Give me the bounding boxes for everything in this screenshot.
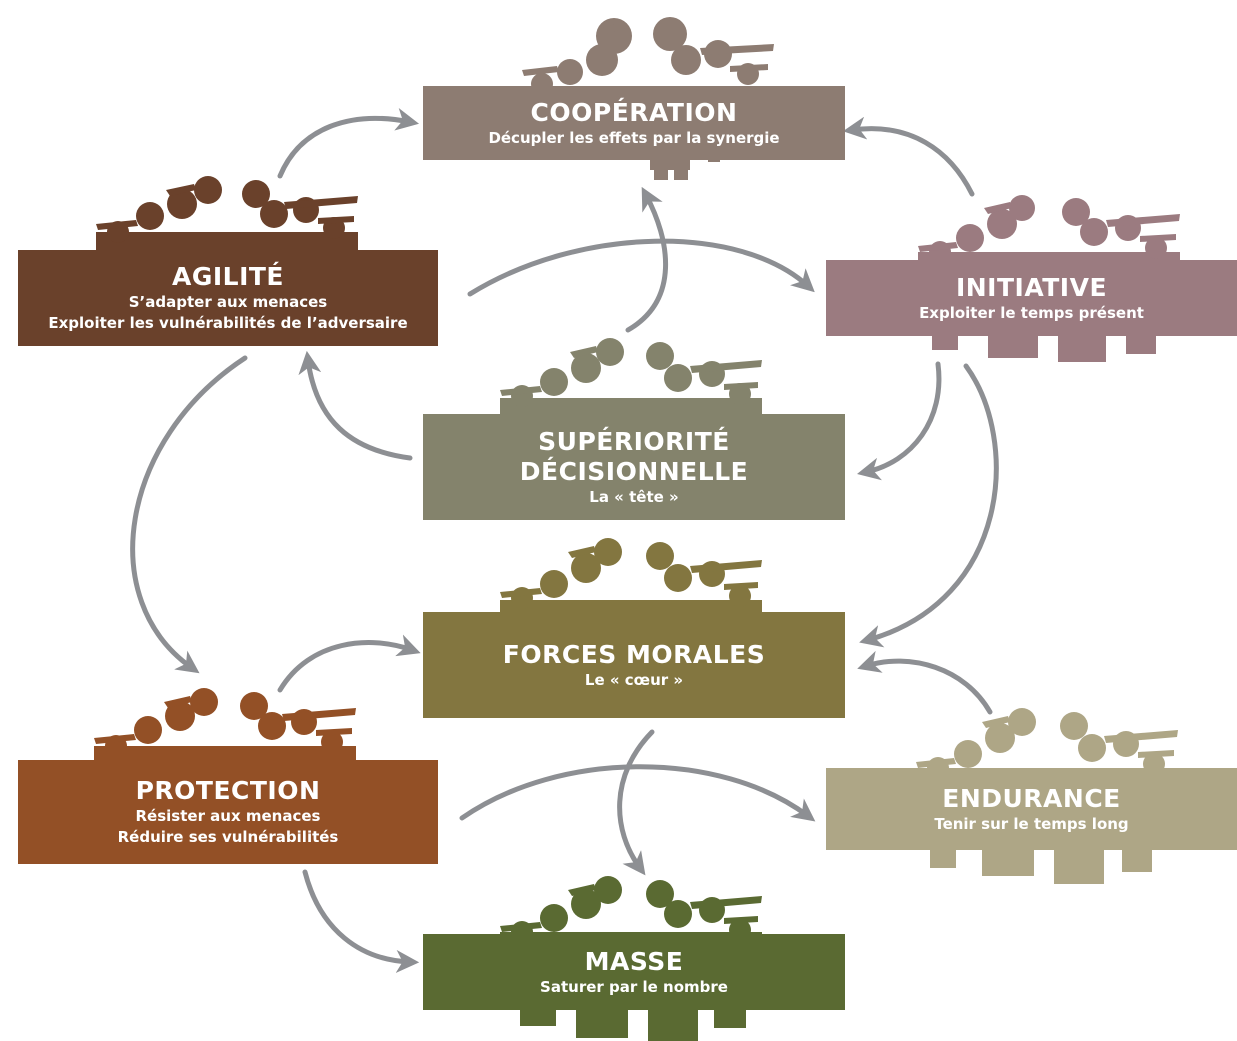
node-cooperation-subtitle: Décupler les effets par la synergie: [488, 128, 780, 147]
node-superiorite-title-1: SUPÉRIORITÉ: [538, 426, 730, 456]
arrow-initiative-to-forces-morales: [859, 363, 999, 648]
soldier-silhouettes-icon: [500, 538, 762, 618]
node-superiorite-box: SUPÉRIORITÉ DÉCISIONNELLE La « tête »: [423, 414, 845, 520]
node-forces-morales-title: FORCES MORALES: [502, 639, 766, 669]
node-masse-subtitle: Saturer par le nombre: [540, 977, 728, 996]
arrow-protection-to-endurance: [459, 764, 816, 822]
node-agilite-box: AGILITÉ S’adapter aux menaces Exploiter …: [18, 250, 438, 346]
arrow-agilite-to-cooperation: [277, 108, 420, 179]
arrow-protection-to-forces-morales: [277, 634, 421, 693]
arrow-initiative-to-cooperation: [842, 116, 975, 197]
node-endurance-subtitle: Tenir sur le temps long: [934, 814, 1129, 833]
node-agilite-subtitle-2: Exploiter les vulnérabilités de l’advers…: [48, 314, 408, 332]
node-endurance-box: ENDURANCE Tenir sur le temps long: [826, 768, 1237, 850]
soldier-silhouettes-icon: [500, 338, 762, 418]
node-protection-title: PROTECTION: [135, 776, 321, 805]
soldier-silhouettes-icon: [94, 688, 356, 764]
node-forces-morales-box: FORCES MORALES Le « cœur »: [423, 612, 845, 718]
node-protection-subtitle-2: Réduire ses vulnérabilités: [117, 828, 339, 846]
node-initiative-box: INITIATIVE Exploiter le temps présent: [826, 260, 1237, 336]
node-superiorite-subtitle: La « tête »: [589, 487, 679, 506]
arrow-agilite-to-protection: [130, 355, 248, 674]
arrow-agilite-to-initiative: [467, 238, 815, 297]
node-endurance-title: ENDURANCE: [942, 783, 1121, 813]
soldier-silhouettes-icon: [96, 176, 358, 252]
node-agilite-title: AGILITÉ: [171, 262, 285, 291]
node-masse-box: MASSE Saturer par le nombre: [423, 934, 845, 1010]
arrow-forces-morales-to-masse: [617, 729, 655, 876]
node-masse-title: MASSE: [584, 946, 684, 976]
node-forces-morales-subtitle: Le « cœur »: [584, 670, 684, 689]
arrow-protection-to-masse: [302, 869, 420, 973]
arrow-superiorite-to-cooperation: [625, 186, 668, 333]
node-initiative-title: INITIATIVE: [955, 272, 1108, 302]
arrow-endurance-to-forces-morales: [857, 650, 993, 715]
node-agilite-subtitle-1: S’adapter aux menaces: [128, 293, 328, 311]
node-protection-subtitle-1: Résister aux menaces: [135, 807, 321, 825]
node-superiorite-title-2: DÉCISIONNELLE: [519, 456, 749, 486]
node-protection-box: PROTECTION Résister aux menaces Réduire …: [18, 760, 438, 864]
node-initiative-subtitle: Exploiter le temps présent: [919, 303, 1144, 322]
node-cooperation-box: COOPÉRATION Décupler les effets par la s…: [423, 86, 845, 160]
node-cooperation-title: COOPÉRATION: [530, 97, 738, 127]
arrow-superiorite-to-agilite: [298, 350, 413, 461]
arrow-initiative-to-superiorite: [857, 361, 942, 481]
